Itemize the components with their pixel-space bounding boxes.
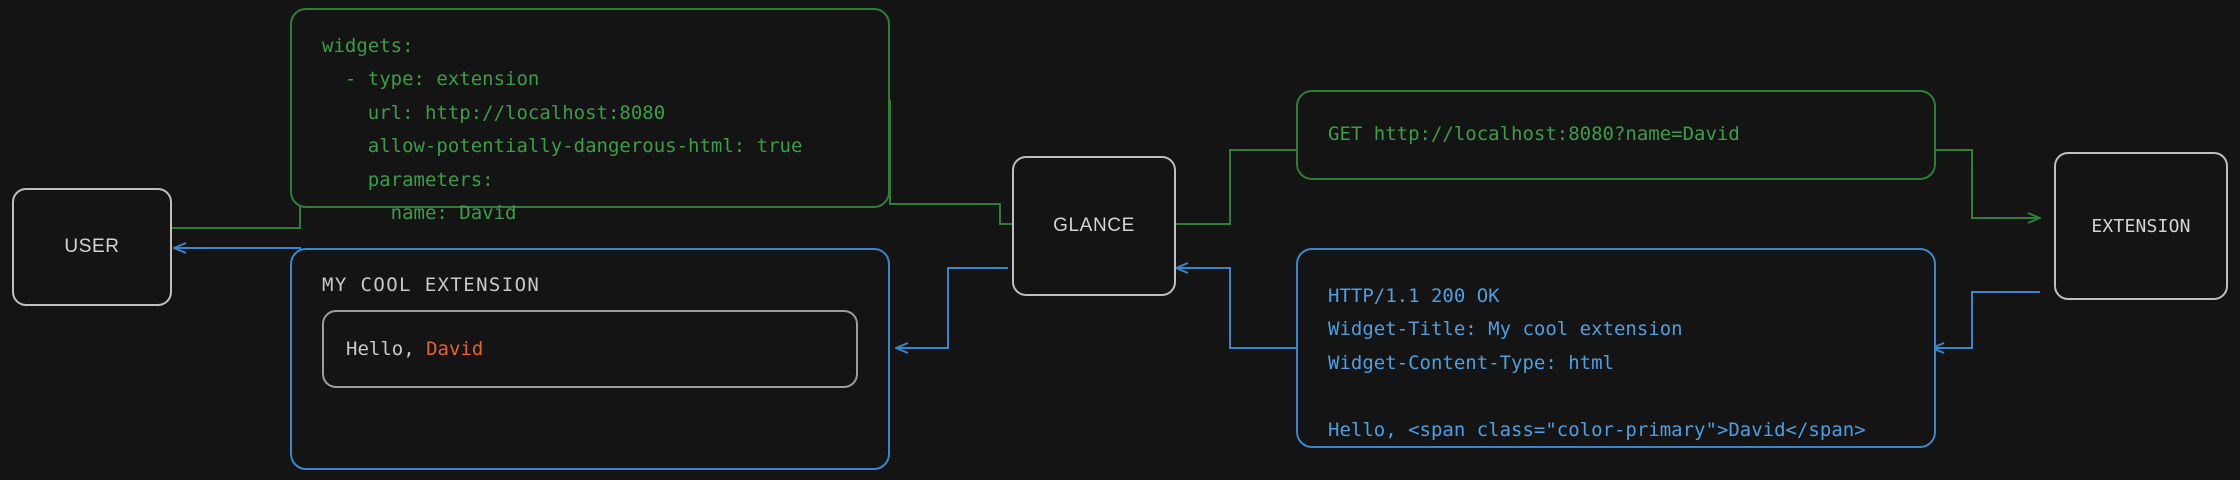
node-user-label: USER bbox=[64, 236, 120, 257]
wire-glance-to-widget bbox=[896, 267, 1008, 348]
node-glance-label: GLANCE bbox=[1053, 215, 1135, 236]
wire-extension-to-response bbox=[1932, 291, 2040, 348]
node-extension-label: EXTENSION bbox=[2091, 215, 2191, 237]
node-extension[interactable]: EXTENSION bbox=[2054, 152, 2228, 300]
wire-response-to-glance bbox=[1176, 268, 1300, 349]
widget-config-code: widgets: - type: extension url: http://l… bbox=[322, 35, 803, 225]
panel-http-response[interactable]: HTTP/1.1 200 OK Widget-Title: My cool ex… bbox=[1296, 248, 1936, 448]
http-request-code: GET http://localhost:8080?name=David bbox=[1328, 123, 1740, 146]
rendered-widget-title: MY COOL EXTENSION bbox=[322, 274, 541, 296]
rendered-widget-greeting: Hello, bbox=[346, 338, 427, 360]
node-glance[interactable]: GLANCE bbox=[1012, 156, 1176, 296]
panel-widget-config[interactable]: widgets: - type: extension url: http://l… bbox=[290, 8, 890, 224]
rendered-widget-body: Hello, David bbox=[346, 338, 834, 360]
panel-http-request[interactable]: GET http://localhost:8080?name=David bbox=[1296, 90, 1936, 180]
node-user[interactable]: USER bbox=[12, 188, 172, 306]
panel-rendered-widget[interactable]: MY COOL EXTENSION Hello, David bbox=[290, 248, 890, 470]
http-response-code: HTTP/1.1 200 OK Widget-Title: My cool ex… bbox=[1328, 285, 1866, 441]
wire-widget-to-user bbox=[174, 248, 301, 466]
rendered-widget-name: David bbox=[426, 338, 484, 360]
wire-request-to-extension bbox=[1930, 149, 2040, 218]
rendered-widget-card: Hello, David bbox=[322, 310, 858, 388]
